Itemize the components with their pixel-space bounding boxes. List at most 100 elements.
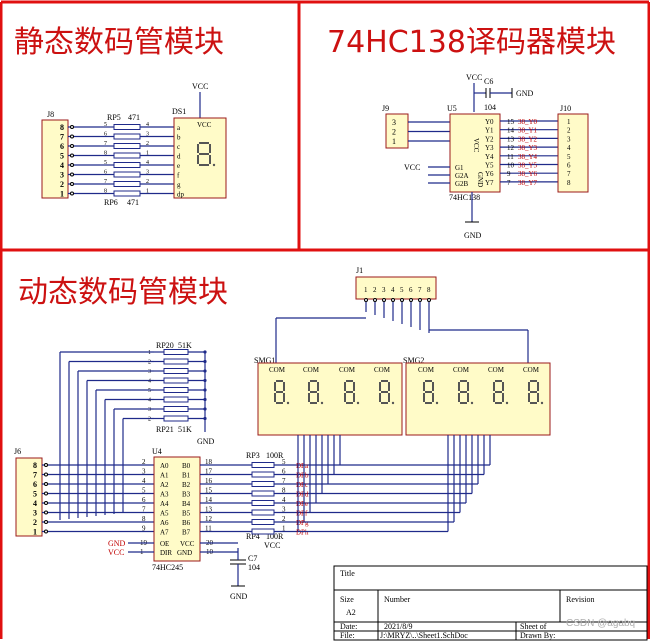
rp4-value: 100R	[266, 532, 284, 541]
segment-e	[528, 393, 530, 402]
u5-vcc-input: VCC	[404, 163, 420, 172]
sheet-label: Sheet of	[520, 622, 547, 631]
segment-d	[276, 402, 283, 404]
segment-c	[432, 393, 434, 402]
segment-b	[432, 382, 434, 391]
smg-digit	[308, 380, 324, 405]
dp-net-label: DPb	[296, 472, 309, 480]
j8-label: J8	[47, 110, 54, 119]
u4-gnd-net: GND	[108, 539, 126, 548]
smg-digit	[379, 380, 395, 405]
u5-enable-label: G2A	[455, 172, 469, 180]
j10-pin-number: 4	[567, 144, 571, 152]
segment-a	[425, 380, 432, 382]
u4-oe-pin: OE	[160, 540, 169, 548]
com-label: COM	[488, 366, 505, 374]
rp5-label: RP5	[107, 113, 121, 122]
series-pin: 1	[282, 525, 286, 533]
segment-e	[197, 155, 199, 164]
segment-d	[530, 402, 537, 404]
u5-output-pin: 9	[507, 170, 511, 178]
u5-output-label: Y2	[485, 135, 494, 143]
ds1-digit	[197, 142, 216, 167]
j6-pin-dot	[44, 510, 48, 515]
j1-pin-number: 5	[400, 286, 404, 294]
segment-a	[381, 380, 388, 382]
file-label: File:	[340, 631, 355, 640]
segment-b	[467, 382, 469, 391]
segment-b	[317, 382, 319, 391]
segment-e	[344, 393, 346, 402]
static-res-left-pin: 8	[104, 151, 107, 157]
static-res-right-pin: 1	[146, 151, 149, 157]
ds1-segment-label: f	[177, 172, 180, 180]
u5-net-label: 38_Y5	[518, 162, 538, 170]
u5-net-label: 38_Y2	[518, 135, 538, 143]
segment-g	[530, 391, 537, 393]
u4-a-pin: A7	[160, 529, 169, 537]
ds1-segment-label: d	[177, 153, 181, 161]
segment-e	[308, 393, 310, 402]
u5-chip-name: 74HC138	[449, 193, 480, 202]
u5-vcc-pin: VCC	[472, 138, 480, 153]
j8-pin-dot	[70, 125, 74, 129]
j1-pin-number: 1	[364, 286, 368, 294]
u5-net-label: 38_Y1	[518, 127, 538, 135]
ds1-display	[173, 117, 227, 199]
segment-a	[346, 380, 353, 382]
segment-f	[379, 382, 381, 391]
revision-label: Revision	[566, 595, 594, 604]
j8-pin-number: 7	[60, 133, 64, 142]
dp-net-label: DPf	[296, 510, 308, 518]
rp6-value: 471	[127, 198, 139, 207]
static-res-left-pin: 5	[104, 122, 107, 128]
number-label: Number	[384, 595, 411, 604]
decoder-vcc-label: VCC	[466, 73, 482, 82]
segment-g	[276, 391, 283, 393]
static-res-left-pin: 7	[104, 141, 107, 147]
j8-pin-dot	[70, 191, 74, 196]
j10-connector	[557, 113, 589, 193]
smg2-label: SMG2	[403, 356, 424, 365]
pullup-resistor	[163, 358, 189, 365]
j9-label: J9	[382, 104, 389, 113]
size-value: A2	[346, 608, 356, 617]
segment-c	[353, 393, 355, 402]
pullup-pin: 1	[148, 350, 151, 356]
j1-pin-number: 7	[418, 286, 422, 294]
pullup-resistor	[163, 415, 189, 422]
u4-a-pin-number: 6	[142, 496, 146, 504]
j10-pin-number: 1	[567, 118, 571, 126]
c7-label: C7	[248, 554, 257, 563]
u5-enable-label: G1	[455, 164, 464, 172]
dp-net-label: DPe	[296, 500, 308, 508]
segment-c	[537, 393, 539, 402]
segment-d	[199, 164, 209, 166]
series-resistor	[251, 471, 275, 478]
static-res-left-pin: 6	[104, 132, 107, 138]
j6-pin-number: 7	[33, 471, 37, 480]
segment-f	[493, 382, 495, 391]
u5-output-pin: 15	[507, 118, 515, 126]
j8-pin-dot	[70, 144, 74, 148]
file-value: J:\MRYZ\..\Sheet1.SchDoc	[380, 631, 468, 640]
j6-pin-number: 6	[33, 480, 37, 489]
segment-g	[346, 391, 353, 393]
u5-output-label: Y4	[485, 153, 494, 161]
segment-a	[530, 380, 537, 382]
j6-pin-dot	[44, 472, 48, 477]
segment-g	[460, 391, 467, 393]
com-label: COM	[418, 366, 435, 374]
segment-b	[537, 382, 539, 391]
u5-net-label: 38_Y6	[518, 170, 538, 178]
j10-pin-number: 6	[567, 162, 571, 170]
u4-a-pin-number: 2	[142, 458, 146, 466]
segment-b	[502, 382, 504, 391]
segment-dp	[435, 401, 439, 405]
